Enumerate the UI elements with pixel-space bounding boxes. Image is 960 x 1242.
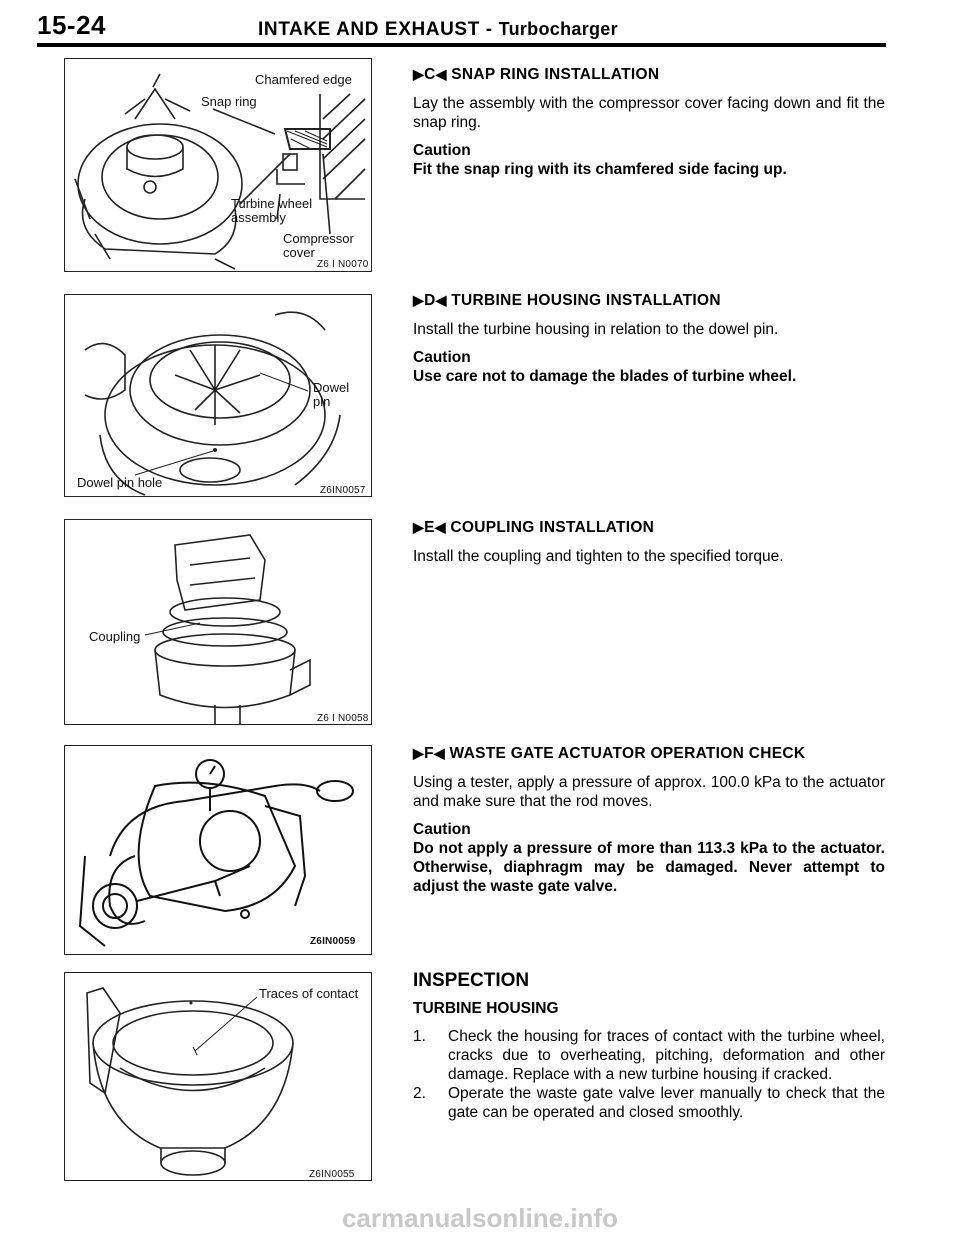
traces-of-contact-illustration (86, 987, 294, 1176)
section-coupling-installation: ▶E◀ COUPLING INSTALLATION Install the co… (413, 519, 885, 575)
section-heading: ▶D◀ TURBINE HOUSING INSTALLATION (413, 292, 885, 310)
figure-code: Z6 I N0058 (317, 713, 369, 724)
step-title: COUPLING INSTALLATION (450, 519, 655, 536)
callout-turbine-wheel-assembly: Turbine wheel assembly (231, 196, 313, 225)
section-body: Lay the assembly with the compressor cov… (413, 95, 885, 131)
waste-gate-illustration (78, 759, 354, 947)
figure-code: Z6IN0057 (320, 485, 366, 496)
section-snap-ring-installation: ▶C◀ SNAP RING INSTALLATION Lay the assem… (413, 66, 885, 179)
list-item-number: 1. (413, 1028, 426, 1045)
step-title: SNAP RING INSTALLATION (451, 66, 660, 83)
step-title: WASTE GATE ACTUATOR OPERATION CHECK (449, 745, 806, 762)
caution-label: Caution (413, 821, 471, 838)
marker-right-icon: ◀ (435, 292, 447, 308)
marker-left-icon: ▶ (413, 292, 425, 308)
list-item: 2. Operate the waste gate valve lever ma… (413, 1084, 885, 1122)
header-rule (37, 43, 886, 47)
figure-traces-of-contact: Traces of contact Z6IN0055 (64, 972, 372, 1181)
section-waste-gate-check: ▶F◀ WASTE GATE ACTUATOR OPERATION CHECK … (413, 745, 885, 896)
caution-text: Do not apply a pressure of more than 113… (413, 840, 885, 895)
callout-dowel-pin: Dowel pin (313, 380, 350, 409)
page-title-main: INTAKE AND EXHAUST - (258, 19, 493, 40)
step-title: TURBINE HOUSING INSTALLATION (451, 292, 721, 309)
figure-snap-ring: Chamfered edge Snap ring Turbine wheel a… (64, 58, 372, 272)
list-item-text: Check the housing for traces of contact … (448, 1028, 885, 1083)
list-item-text: Operate the waste gate valve lever manua… (448, 1085, 885, 1121)
coupling-illustration (144, 534, 311, 724)
list-item: 1. Check the housing for traces of conta… (413, 1027, 885, 1084)
section-heading: ▶C◀ SNAP RING INSTALLATION (413, 66, 885, 84)
figure-code: Z6IN0059 (310, 936, 356, 947)
figure-code: Z6 I N0070 (317, 259, 369, 270)
turbine-housing-illustration (84, 311, 341, 496)
section-heading: ▶F◀ WASTE GATE ACTUATOR OPERATION CHECK (413, 745, 885, 763)
caution-text: Use care not to damage the blades of tur… (413, 368, 797, 385)
marker-right-icon: ◀ (434, 519, 446, 535)
snap-ring-illustration (74, 73, 366, 270)
callout-dowel-pin-hole: Dowel pin hole (77, 475, 163, 490)
page-header: 15-24 INTAKE AND EXHAUST - Turbocharger (0, 0, 960, 48)
marker-right-icon: ◀ (433, 745, 445, 761)
section-inspection: INSPECTION TURBINE HOUSING 1. Check the … (413, 970, 885, 1122)
figure-coupling: Coupling Z6 I N0058 (64, 519, 372, 725)
marker-right-icon: ◀ (435, 66, 447, 82)
figure-code: Z6IN0055 (309, 1169, 355, 1180)
marker-left-icon: ▶ (413, 519, 425, 535)
page-title: INTAKE AND EXHAUST - Turbocharger (258, 19, 618, 41)
step-letter: F (424, 745, 434, 762)
callout-coupling: Coupling (89, 629, 141, 644)
inspection-subheading: TURBINE HOUSING (413, 1000, 559, 1017)
page-number: 15-24 (37, 10, 106, 40)
page-title-sub: Turbocharger (498, 19, 618, 39)
watermark: carmanualsonline.info (342, 1203, 618, 1233)
list-item-number: 2. (413, 1085, 426, 1102)
caution-text: Fit the snap ring with its chamfered sid… (413, 161, 787, 178)
section-body: Using a tester, apply a pressure of appr… (413, 774, 885, 810)
figure-waste-gate-actuator: Z6IN0059 (64, 745, 372, 955)
callout-snap-ring: Snap ring (201, 94, 257, 109)
marker-left-icon: ▶ (413, 745, 425, 761)
caution-label: Caution (413, 142, 471, 159)
marker-left-icon: ▶ (413, 66, 425, 82)
callout-compressor-cover: Compressor cover (283, 231, 354, 260)
callout-traces-of-contact: Traces of contact (259, 986, 359, 1001)
section-body: Install the coupling and tighten to the … (413, 548, 784, 565)
figure-turbine-housing: Dowel pin Dowel pin hole Z6IN0057 (64, 294, 372, 497)
callout-chamfered-edge: Chamfered edge (255, 72, 352, 87)
inspection-heading: INSPECTION (413, 970, 530, 991)
caution-label: Caution (413, 349, 471, 366)
section-turbine-housing-installation: ▶D◀ TURBINE HOUSING INSTALLATION Install… (413, 292, 885, 386)
step-letter: E (424, 519, 435, 536)
step-letter: D (424, 292, 436, 309)
section-body: Install the turbine housing in relation … (413, 321, 779, 338)
section-heading: ▶E◀ COUPLING INSTALLATION (413, 519, 885, 537)
step-letter: C (424, 66, 436, 83)
